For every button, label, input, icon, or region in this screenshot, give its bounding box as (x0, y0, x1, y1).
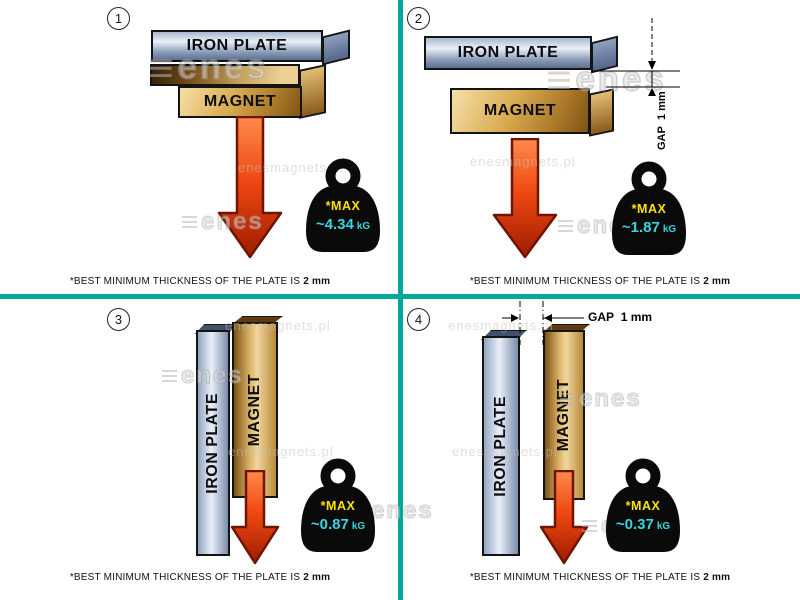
logo-lines (560, 390, 575, 408)
quadrant-1: 1 enes enesmagnets.pl enes IRON PLATE MA… (0, 0, 400, 294)
watermark-site: enesmagnets.pl (448, 318, 554, 333)
magnet-label: MAGNET (246, 373, 263, 447)
plate-end-cap (322, 29, 350, 66)
gap-dimension-lines (592, 18, 680, 96)
logo-text: enes (177, 47, 269, 88)
force-unit: kG (356, 221, 371, 232)
magnet: MAGNET (450, 88, 590, 134)
logo-lines (162, 367, 177, 385)
pull-force-arrow (217, 116, 283, 259)
horizontal-divider (0, 294, 800, 299)
note-bold: 2 mm (703, 276, 731, 287)
watermark-site: enesmagnets.pl (470, 154, 576, 169)
note-text: *BEST MINIMUM THICKNESS OF THE PLATE IS (69, 276, 301, 287)
pull-force-arrow (230, 470, 280, 565)
note-text: *BEST MINIMUM THICKNESS OF THE PLATE IS (469, 276, 701, 287)
iron-plate-label: IRON PLATE (204, 392, 221, 494)
pull-force-arrow (539, 470, 589, 565)
magnet-label: MAGNET (483, 102, 557, 119)
iron-plate: IRON PLATE (424, 36, 592, 70)
quadrant-4: 4 enesmagnets.pl enesmagnets.pl enes ene… (400, 297, 800, 600)
magnet-end-cap (299, 64, 326, 119)
logo-text: enes (201, 208, 264, 236)
watermark-site: enesmagnets.pl (228, 444, 334, 459)
logo-text: enes (575, 59, 667, 100)
magnet: MAGNET (178, 86, 302, 118)
enes-logo-watermark: enes (548, 59, 667, 101)
logo-lines (150, 55, 172, 81)
gap-label: GAP 1 mm (588, 310, 653, 324)
enes-logo-watermark: enes (150, 47, 269, 89)
iron-plate: IRON PLATE (151, 30, 323, 62)
plate-thickness-note: *BEST MINIMUM THICKNESS OF THE PLATE IS … (400, 572, 800, 583)
iron-plate-label: IRON PLATE (186, 37, 288, 54)
note-bold: 2 mm (703, 572, 731, 583)
pull-force-arrow (492, 138, 558, 259)
logo-text: enes (181, 362, 244, 390)
quadrant-number-badge: 1 (107, 7, 130, 30)
gap-dimension-lines (502, 301, 584, 345)
logo-lines (558, 217, 573, 235)
plate-thickness-note: *BEST MINIMUM THICKNESS OF THE PLATE IS … (0, 276, 400, 287)
force-unit: kG (662, 224, 677, 235)
enes-logo-watermark: enes (182, 208, 264, 236)
magnet: MAGNET (232, 322, 278, 498)
enes-logo-watermark: enes (560, 385, 642, 413)
note-text: *BEST MINIMUM THICKNESS OF THE PLATE IS (469, 572, 701, 583)
watermark-site: enesmagnets.pl (452, 444, 558, 459)
max-label: *MAX (631, 202, 667, 216)
logo-lines (582, 517, 597, 535)
max-label: *MAX (320, 499, 356, 513)
logo-text: enes (579, 385, 642, 413)
iron-plate: IRON PLATE (196, 330, 230, 556)
plate-thickness-note: *BEST MINIMUM THICKNESS OF THE PLATE IS … (400, 276, 800, 287)
force-unit: kG (351, 521, 366, 532)
magnet-label: MAGNET (203, 93, 277, 110)
watermark-site: enesmagnets.pl (225, 318, 331, 333)
note-text: *BEST MINIMUM THICKNESS OF THE PLATE IS (69, 572, 301, 583)
quadrant-3: 3 enesmagnets.pl enes enesmagnets.pl ene… (0, 297, 432, 600)
note-bold: 2 mm (303, 572, 331, 583)
gap-label: GAP 1 mm (656, 91, 668, 150)
iron-plate: IRON PLATE (482, 336, 520, 556)
logo-lines (182, 213, 197, 231)
quadrant-number-badge: 4 (407, 308, 430, 331)
force-unit: kG (656, 521, 671, 532)
note-bold: 2 mm (303, 276, 331, 287)
weight-icon (306, 158, 380, 252)
vertical-divider (398, 0, 403, 600)
max-label: *MAX (325, 199, 361, 213)
quadrant-number-badge: 2 (407, 7, 430, 30)
watermark-site: enesmagnets.pl (238, 160, 344, 175)
weight-icon (301, 458, 375, 552)
logo-lines (548, 67, 570, 93)
max-label: *MAX (625, 499, 661, 513)
iron-plate-label: IRON PLATE (457, 44, 559, 61)
logo-text: enes (371, 497, 434, 525)
quadrant-2: 2 enes enesmagnets.pl enes IRON PLATE MA… (400, 0, 800, 294)
weight-icon (606, 458, 680, 552)
plate-thickness-note: *BEST MINIMUM THICKNESS OF THE PLATE IS … (0, 572, 400, 583)
weight-icon (612, 161, 686, 255)
enes-logo-watermark: enes (162, 362, 244, 390)
quadrant-number-badge: 3 (107, 308, 130, 331)
